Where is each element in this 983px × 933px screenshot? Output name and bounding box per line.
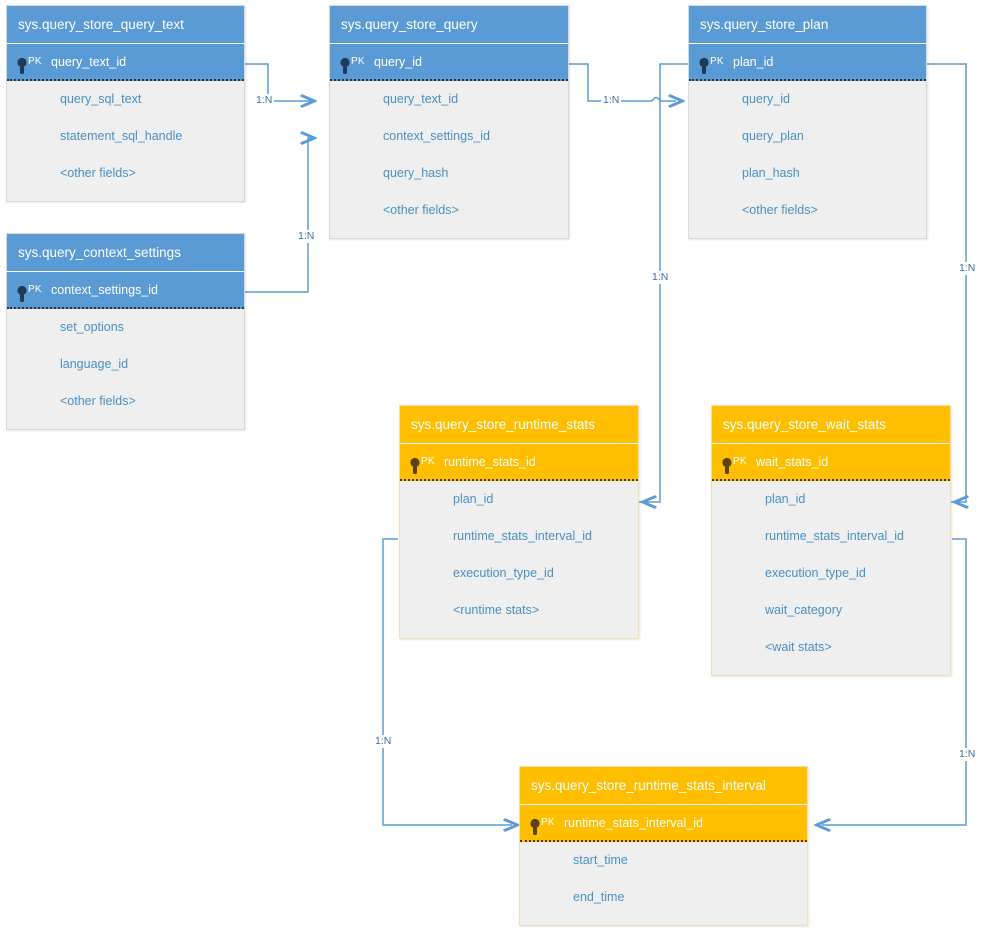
primary-key-row[interactable]: PK wait_stats_id [712,444,950,481]
field-row: <other fields> [60,394,136,408]
field-row: query_sql_text [60,92,142,106]
relationship-context-settings-to-query [245,131,317,293]
pk-field-name: runtime_stats_interval_id [564,816,703,830]
entity-title: sys.query_context_settings [7,234,244,272]
key-icon [698,53,724,74]
pk-field-name: wait_stats_id [756,455,829,469]
field-row: query_text_id [383,92,459,106]
primary-key-row[interactable]: PK runtime_stats_id [400,444,638,481]
entity-table-query-store-wait-stats[interactable]: sys.query_store_wait_stats PK wait_stats… [711,405,951,676]
field-list: start_time end_time [520,842,807,925]
pk-badge-label: PK [710,55,724,67]
field-row: <other fields> [383,203,459,217]
field-row: <wait stats> [765,640,832,654]
pk-badge-label: PK [28,283,42,295]
primary-key-row[interactable]: PK query_id [330,44,568,81]
field-list: query_sql_text statement_sql_handle <oth… [7,81,244,201]
field-row: execution_type_id [453,566,554,580]
pk-field-name: plan_id [733,55,774,69]
cardinality-label-query-plan: 1:N [601,94,622,107]
pk-field-name: context_settings_id [51,283,159,297]
field-list: plan_id runtime_stats_interval_id execut… [712,481,950,675]
pk-badge-label: PK [421,455,435,467]
field-row: context_settings_id [383,129,491,143]
field-row: <runtime stats> [453,603,540,617]
entity-title: sys.query_store_runtime_stats [400,406,638,444]
pk-field-name: query_id [374,55,422,69]
entity-table-query-store-runtime-stats-interval[interactable]: sys.query_store_runtime_stats_interval P… [519,766,808,926]
pk-badge-label: PK [541,816,555,828]
field-row: start_time [573,853,628,867]
pk-field-name: runtime_stats_id [444,455,536,469]
field-list: set_options language_id <other fields> [7,309,244,429]
relationship-query-to-plan [569,63,685,108]
field-list: plan_id runtime_stats_interval_id execut… [400,481,638,638]
pk-badge-label: PK [28,55,42,67]
field-row: end_time [573,890,625,904]
field-row: execution_type_id [765,566,866,580]
cardinality-label-interval-runtime: 1:N [373,735,394,748]
cardinality-label-plan-runtime: 1:N [650,271,671,284]
entity-table-query-store-query-text[interactable]: sys.query_store_query_text PK query_text… [6,5,245,202]
cardinality-label-interval-wait: 1:N [957,748,978,761]
entity-table-query-store-runtime-stats[interactable]: sys.query_store_runtime_stats PK runtime… [399,405,639,639]
key-icon [339,53,365,74]
key-icon [529,814,555,835]
field-row: <other fields> [742,203,818,217]
field-row: <other fields> [60,166,136,180]
key-icon [409,453,435,474]
entity-title: sys.query_store_runtime_stats_interval [520,767,807,805]
cardinality-label-query-text-query: 1:N [254,94,275,107]
entity-table-query-context-settings[interactable]: sys.query_context_settings PK context_se… [6,233,245,430]
primary-key-row[interactable]: PK plan_id [689,44,926,81]
cardinality-label-context-query: 1:N [296,230,317,243]
pk-field-name: query_text_id [51,55,127,69]
field-row: language_id [60,357,129,371]
entity-table-query-store-plan[interactable]: sys.query_store_plan PK plan_id query_id… [688,5,927,239]
field-list: query_text_id context_settings_id query_… [330,81,568,238]
field-row: runtime_stats_interval_id [765,529,904,543]
pk-badge-label: PK [351,55,365,67]
field-row: query_hash [383,166,449,180]
pk-badge-label: PK [733,455,747,467]
field-row: plan_id [453,492,494,506]
field-row: wait_category [765,603,843,617]
primary-key-row[interactable]: PK runtime_stats_interval_id [520,805,807,842]
entity-title: sys.query_store_plan [689,6,926,44]
entity-title: sys.query_store_wait_stats [712,406,950,444]
entity-title: sys.query_store_query [330,6,568,44]
field-row: query_plan [742,129,804,143]
field-row: plan_id [765,492,806,506]
field-row: set_options [60,320,124,334]
key-icon [721,453,747,474]
field-row: statement_sql_handle [60,129,183,143]
field-list: query_id query_plan plan_hash <other fie… [689,81,926,238]
entity-title: sys.query_store_query_text [7,6,244,44]
primary-key-row[interactable]: PK query_text_id [7,44,244,81]
relationship-plan-to-runtime-stats [632,63,690,509]
entity-table-query-store-query[interactable]: sys.query_store_query PK query_id query_… [329,5,569,239]
key-icon [16,281,42,302]
cardinality-label-plan-wait: 1:N [957,262,978,275]
primary-key-row[interactable]: PK context_settings_id [7,272,244,309]
field-row: runtime_stats_interval_id [453,529,592,543]
field-row: query_id [742,92,790,106]
key-icon [16,53,42,74]
field-row: plan_hash [742,166,800,180]
